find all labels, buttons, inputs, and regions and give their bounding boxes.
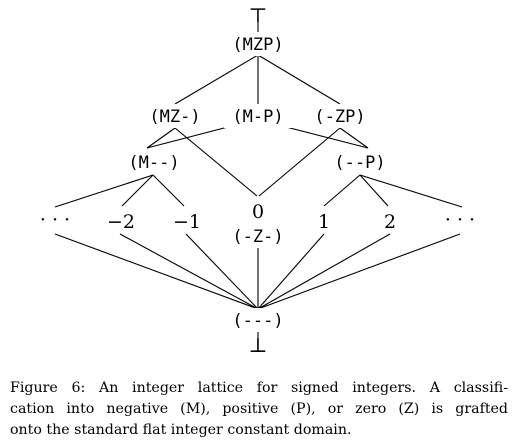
node-mp: (M-P) (232, 107, 283, 127)
caption-line-3: onto the standard flat integer constant … (10, 422, 352, 438)
edge-m-neg1 (152, 174, 185, 207)
backdrop-zp (306, 104, 374, 128)
backdrop-mp (224, 104, 292, 128)
bottom-symbol: ⊥ (249, 333, 268, 357)
node-mzp: (MZP) (232, 35, 283, 55)
backdrop-m (122, 150, 186, 174)
edge-mz-zero (174, 127, 258, 197)
edge-posdots-none (257, 233, 461, 310)
edge-mzp-mz (174, 54, 259, 105)
edge-neg1-none (185, 233, 259, 310)
node-neg2: −2 (107, 211, 135, 233)
node-neg-dots: · · · (40, 209, 70, 231)
node-zero-class: (-Z-) (232, 227, 283, 247)
node-pos1: 1 (318, 211, 330, 233)
node-m: (M--) (128, 153, 179, 173)
edge-p-posdots (359, 174, 463, 208)
edge-m-negdots (54, 174, 154, 208)
node-zero-value: 0 (252, 201, 264, 223)
lattice-edges (54, 18, 463, 346)
backdrop-mz (140, 104, 208, 128)
edge-mp-p (285, 126, 369, 149)
top-symbol: ⊤ (249, 3, 268, 27)
edge-m-neg2 (121, 174, 154, 207)
edge-p-pos1 (323, 174, 361, 207)
backdrop-mzp (224, 32, 292, 56)
edge-p-pos2 (359, 174, 389, 207)
edge-mp-m (146, 126, 229, 149)
backdrop-p (328, 150, 392, 174)
label-backdrops (122, 32, 392, 332)
figure-caption: Figure 6: An integer lattice for signed … (10, 378, 508, 441)
backdrop-zero-class (224, 224, 292, 248)
edge-pos2-none (257, 233, 391, 310)
edge-zp-zero (258, 127, 341, 197)
node-pos-dots: · · · (445, 209, 475, 231)
node-neg1: −1 (173, 211, 201, 233)
caption-line-2: cation into negative (M), positive (P), … (10, 401, 508, 417)
edge-neg2-none (119, 233, 259, 310)
edge-negdots-none (54, 233, 259, 310)
node-pos2: 2 (384, 211, 396, 233)
caption-line-1: Figure 6: An integer lattice for signed … (10, 380, 508, 396)
backdrop-none (224, 308, 292, 332)
node-mz: (MZ-) (149, 107, 200, 127)
node-none: (---) (232, 311, 283, 331)
backdrop-zero (246, 200, 270, 222)
edge-mzp-zp (257, 54, 341, 105)
edge-zp-p (339, 127, 369, 149)
edge-pos1-none (257, 233, 325, 310)
node-p: (--P) (334, 153, 385, 173)
integer-lattice-diagram: ⊤ (MZP) (MZ-) (M-P) (-ZP) (M--) (--P) · … (40, 3, 475, 357)
node-zp: (-ZP) (314, 107, 365, 127)
edge-mz-m (146, 127, 176, 149)
